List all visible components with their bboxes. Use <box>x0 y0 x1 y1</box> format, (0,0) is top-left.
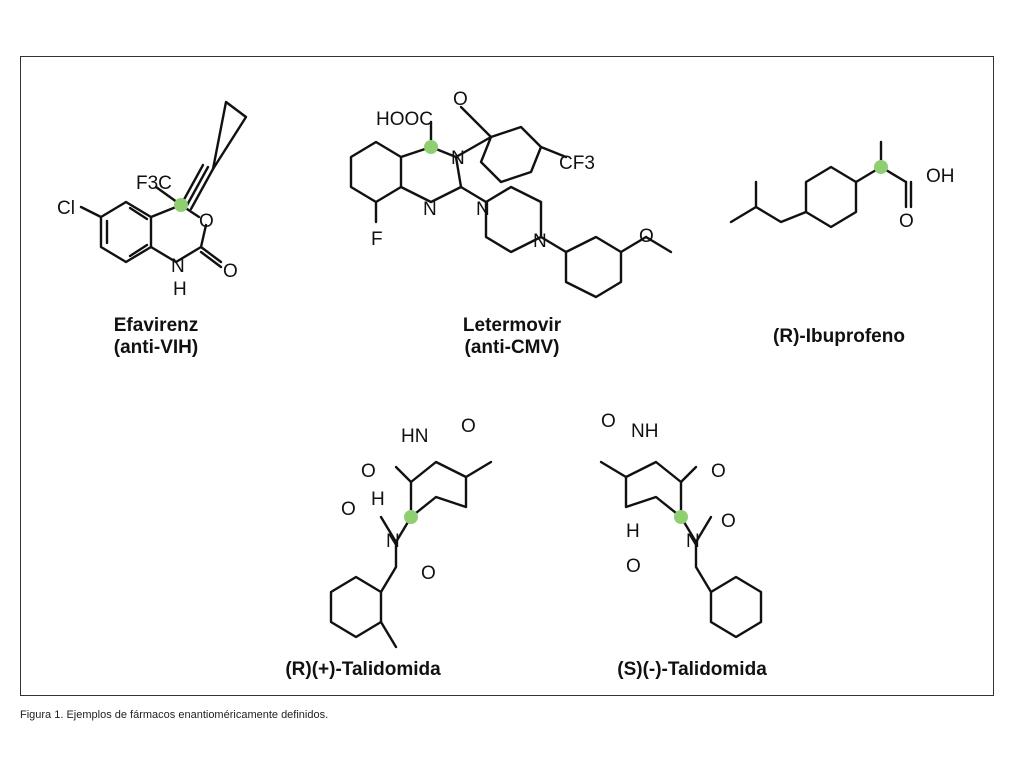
atom-hn: HN <box>401 426 428 447</box>
atom-oh: OH <box>926 166 955 187</box>
letermovir-name: Letermovir <box>462 315 562 336</box>
s-thalidomide-structure: NH O O H N O O <box>599 411 763 639</box>
atom-nh: NH <box>631 421 658 442</box>
molecule-structures: Cl F3C O O N H HOOC O N N <box>57 89 955 649</box>
atom-n: N <box>386 531 400 552</box>
efavirenz-structure: Cl F3C O O N H <box>57 100 248 300</box>
atom-cl: Cl <box>57 198 75 219</box>
atom-o-3: O <box>341 499 356 520</box>
letermovir-stereocenter <box>424 140 438 154</box>
r-thalidomide-label: (R)(+)-Talidomida <box>285 659 440 681</box>
s-thalidomide-label: (S)(-)-Talidomida <box>617 659 767 681</box>
efavirenz-stereocenter <box>174 198 188 212</box>
r-thalidomide-name: (R)(+)-Talidomida <box>285 659 441 680</box>
ibuprofen-stereocenter <box>874 160 888 174</box>
atom-n-piperazine: N <box>476 199 490 220</box>
r-thalidomide-stereocenter <box>404 510 418 524</box>
figure-frame: Cl F3C O O N H HOOC O N N <box>20 56 994 696</box>
atom-n-ring: N <box>451 148 465 169</box>
efavirenz-note: (anti-VIH) <box>113 337 199 358</box>
letermovir-structure: HOOC O N N CF3 N N O F <box>349 89 673 299</box>
atom-cf3: CF3 <box>559 153 595 174</box>
atom-o-2: O <box>361 461 376 482</box>
atom-n-piperazine-2: N <box>533 231 547 252</box>
letermovir-label: Letermovir (anti-CMV) <box>463 315 561 359</box>
atom-o-4: O <box>626 556 641 577</box>
atom-n: N <box>171 256 185 277</box>
s-thalidomide-name: (S)(-)-Talidomida <box>617 659 767 680</box>
ibuprofen-name: (R)-Ibuprofeno <box>773 326 905 347</box>
atom-o-carbonyl: O <box>223 261 238 282</box>
atom-f: F <box>371 229 383 250</box>
atom-h: H <box>173 279 187 300</box>
efavirenz-name: Efavirenz <box>113 315 199 336</box>
atom-o-methoxy-2: O <box>639 226 654 247</box>
s-thalidomide-stereocenter <box>674 510 688 524</box>
atom-o-methoxy: O <box>453 89 468 110</box>
atom-o-3: O <box>721 511 736 532</box>
atom-o-1: O <box>461 416 476 437</box>
figure-caption: Figura 1. Ejemplos de fármacos enantiomé… <box>20 709 329 721</box>
ibuprofen-structure: OH O <box>729 140 955 232</box>
atom-o: O <box>899 211 914 232</box>
letermovir-note: (anti-CMV) <box>464 337 560 358</box>
atom-o-4: O <box>421 563 436 584</box>
atom-n: N <box>686 531 700 552</box>
atom-f3c: F3C <box>136 173 172 194</box>
atom-o-1: O <box>601 411 616 432</box>
atom-o-ring: O <box>199 211 214 232</box>
atom-h: H <box>371 489 385 510</box>
atom-hooc: HOOC <box>376 109 433 130</box>
atom-o-2: O <box>711 461 726 482</box>
r-thalidomide-structure: HN O O H N O O <box>329 416 493 649</box>
efavirenz-label: Efavirenz (anti-VIH) <box>114 315 198 359</box>
atom-h: H <box>626 521 640 542</box>
ibuprofen-label: (R)-Ibuprofeno <box>773 326 905 348</box>
atom-n-ring-2: N <box>423 199 437 220</box>
